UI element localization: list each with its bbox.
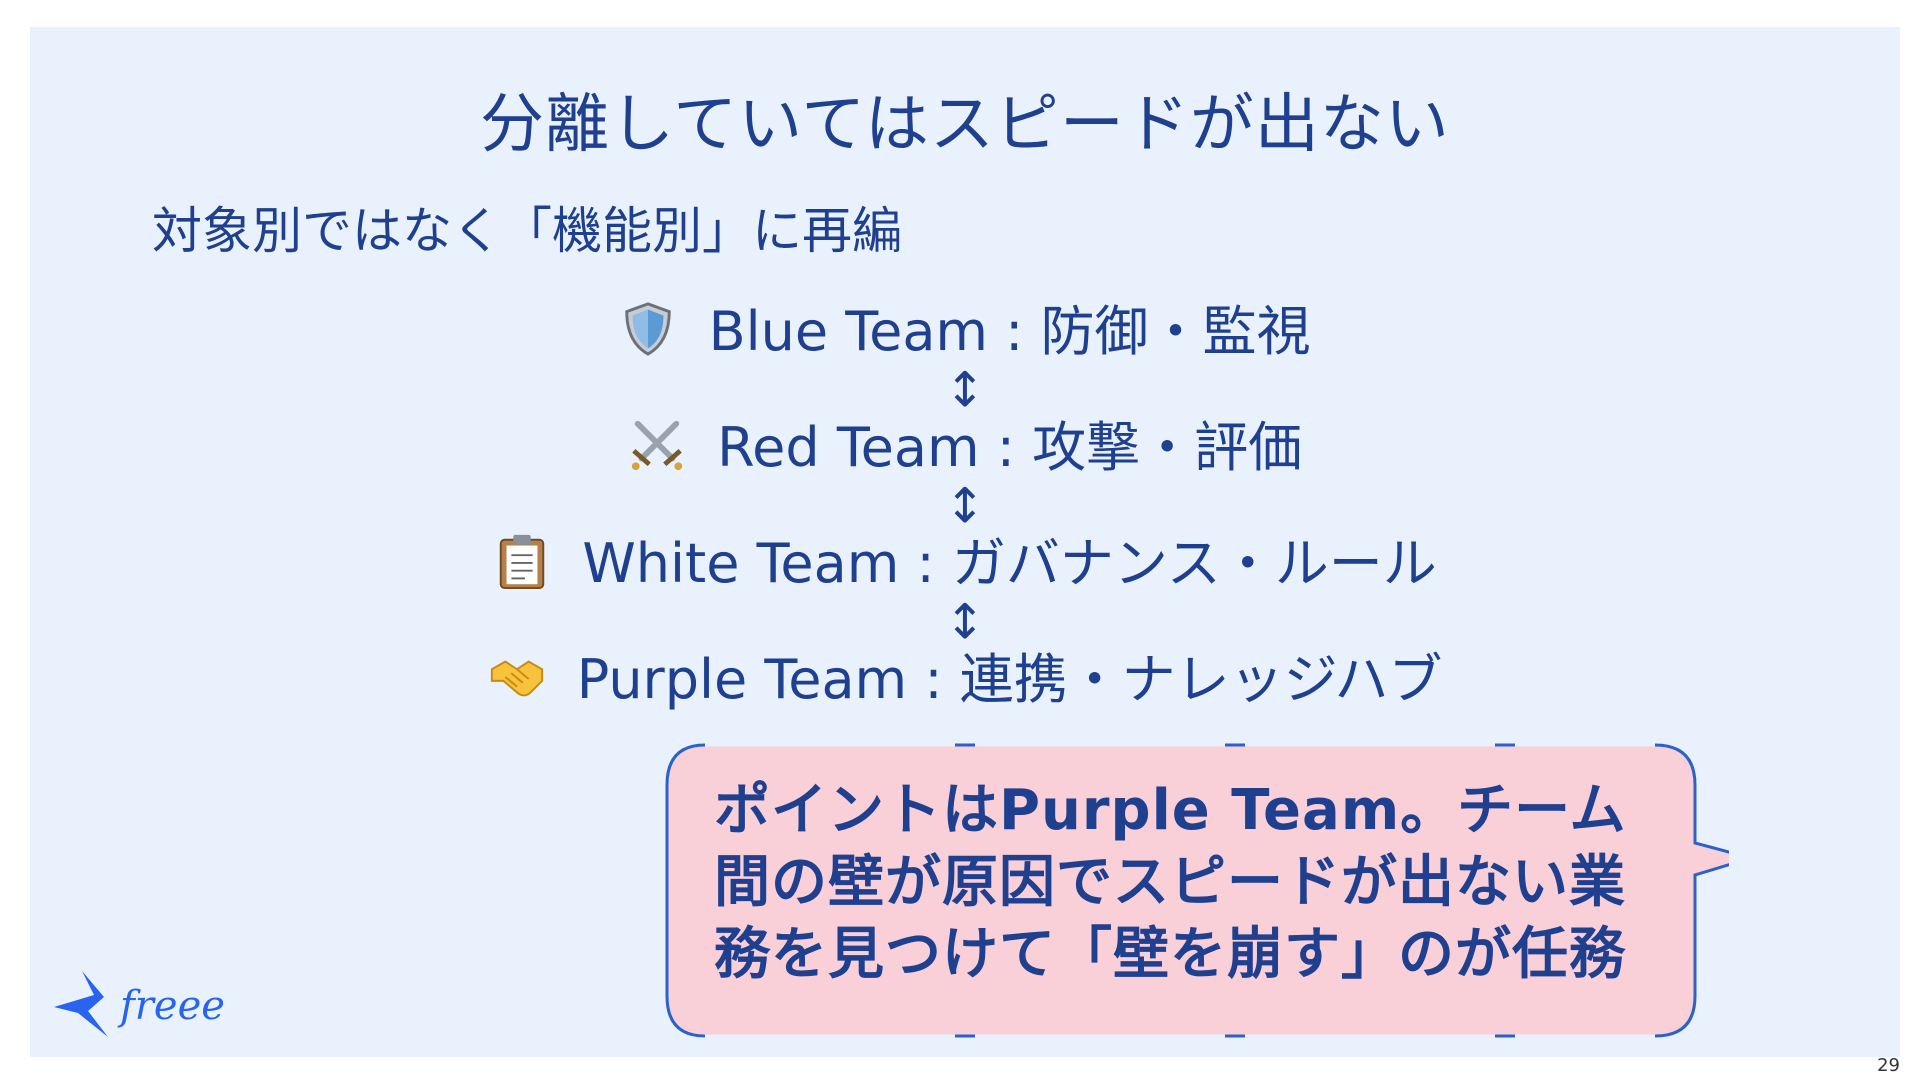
team-label-white: White Team : ガバナンス・ルール bbox=[582, 532, 1437, 595]
slide-title: 分離していてはスピードが出ない bbox=[480, 88, 1450, 162]
team-list: Blue Team : 防御・監視 ↕ Red Team : 攻撃・評価 ↕ bbox=[30, 297, 1900, 715]
handshake-icon bbox=[490, 660, 543, 697]
page-number: 29 bbox=[1877, 1055, 1900, 1076]
arrow-3: ↕ bbox=[944, 594, 986, 650]
callout-line: 務を見つけて「壁を崩す」のが任務 bbox=[714, 922, 1626, 987]
team-label-red: Red Team : 攻撃・評価 bbox=[717, 416, 1303, 479]
shield-icon bbox=[625, 302, 672, 356]
slide-subtitle: 対象別ではなく「機能別」に再編 bbox=[152, 202, 902, 260]
slide: 分離していてはスピードが出ない 対象別ではなく「機能別」に再編 Blue Tea… bbox=[30, 27, 1900, 1057]
callout-text: ポイントはPurple Team。チーム 間の壁が原因でスピードが出ない業 務を… bbox=[714, 775, 1674, 991]
crossed-swords-icon bbox=[631, 420, 683, 471]
clipboard-icon bbox=[500, 534, 545, 590]
team-row-purple: Purple Team : 連携・ナレッジハブ bbox=[30, 645, 1900, 715]
arrow-1: ↕ bbox=[944, 362, 986, 418]
callout-bubble: ポイントはPurple Team。チーム 間の壁が原因でスピードが出ない業 務を… bbox=[665, 743, 1729, 1038]
arrow-2: ↕ bbox=[944, 478, 986, 534]
callout-line: 間の壁が原因でスピードが出ない業 bbox=[714, 850, 1626, 915]
freee-logo: freee bbox=[54, 971, 225, 1037]
team-row-red: Red Team : 攻撃・評価 bbox=[30, 413, 1900, 483]
callout-line: ポイントはPurple Team。チーム bbox=[714, 778, 1627, 843]
team-label-blue: Blue Team : 防御・監視 bbox=[708, 300, 1311, 363]
team-row-white: White Team : ガバナンス・ルール bbox=[30, 529, 1900, 599]
logo-text: freee bbox=[117, 983, 225, 1029]
callout-shape bbox=[665, 743, 1729, 1038]
team-label-purple: Purple Team : 連携・ナレッジハブ bbox=[576, 648, 1443, 711]
team-row-blue: Blue Team : 防御・監視 bbox=[30, 297, 1900, 367]
